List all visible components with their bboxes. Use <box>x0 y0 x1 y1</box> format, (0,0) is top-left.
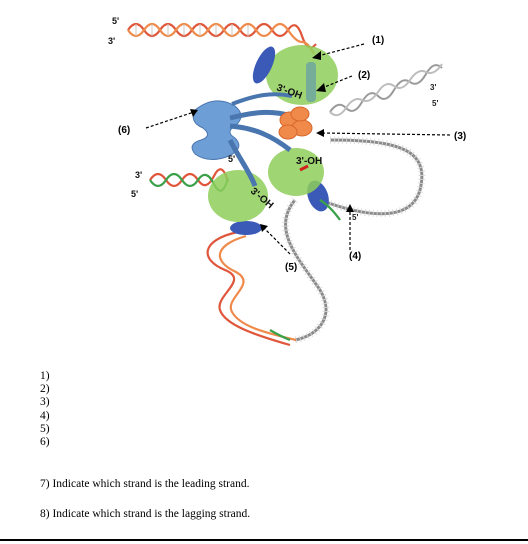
answer-number-4: 4) <box>40 409 50 422</box>
callout-6: (6) <box>118 125 130 136</box>
lagging-5-prime: 5' <box>352 213 358 222</box>
primer-segment <box>306 62 316 102</box>
right-3-prime: 3' <box>430 83 436 92</box>
top-left-3-prime: 3' <box>108 36 115 46</box>
leading-strand-helix <box>206 230 297 347</box>
polymerase-center <box>268 148 324 196</box>
answer-number-2: 2) <box>40 383 50 396</box>
answer-number-1: 1) <box>40 370 50 382</box>
answer-number-3: 3) <box>40 396 50 409</box>
lagging-strand-loop <box>282 136 426 344</box>
sliding-clamp-top <box>252 46 276 84</box>
callout-arrows <box>145 43 451 255</box>
answer-number-6: 6) <box>40 436 50 449</box>
center-5-prime: 5' <box>228 154 235 164</box>
callout-arrowheads <box>190 51 354 232</box>
callout-1: (1) <box>372 35 384 46</box>
callout-3: (3) <box>454 131 466 142</box>
callout-5: (5) <box>285 262 297 273</box>
bottom-divider <box>0 539 528 541</box>
new-strand-green <box>319 199 341 221</box>
callout-4: (4) <box>349 251 361 262</box>
primase-protein <box>278 106 313 140</box>
sliding-clamp-lower <box>230 221 262 235</box>
dna-replication-fork-diagram: 5' 3' 3' 5' 3' 5' 5' 5' 3'-OH 3'-OH 3'-O… <box>108 16 466 347</box>
question-leading-strand: 7) Indicate which strand is the leading … <box>40 478 250 490</box>
rna-primer-center <box>299 164 309 172</box>
left-3-prime: 3' <box>135 170 142 180</box>
callout-2: (2) <box>358 70 370 81</box>
top-left-5-prime: 5' <box>112 16 119 26</box>
right-dna-helix <box>329 63 443 117</box>
question-lagging-strand: 8) Indicate which strand is the lagging … <box>40 508 251 520</box>
top-left-dna-helix <box>127 22 317 55</box>
right-5-prime: 5' <box>432 99 438 108</box>
hydroxyl-label-center: 3'-OH <box>296 156 322 167</box>
left-5-prime: 5' <box>131 189 138 199</box>
answer-number-5: 5) <box>40 422 50 435</box>
clamp-loader <box>191 92 293 187</box>
answer-number-list: 1) 2) 3) 4) 5) 6) <box>40 370 50 449</box>
